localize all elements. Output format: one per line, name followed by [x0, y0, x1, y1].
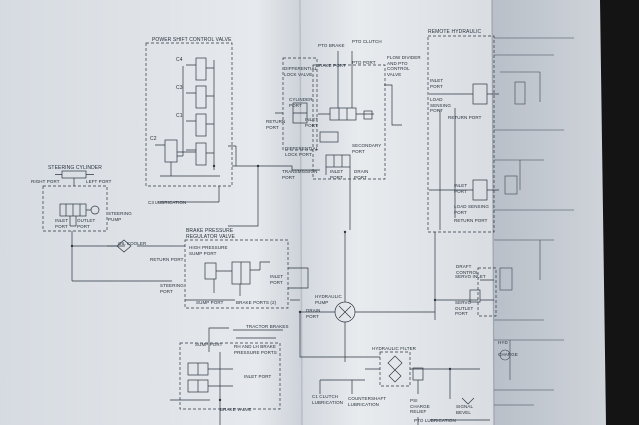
- c2-label: C2: [150, 136, 157, 142]
- diff-inlet-port-label: INLET PORT: [305, 117, 319, 128]
- power-shift-valve-box: [145, 42, 233, 187]
- pto-brake-label: PTO BRAKE: [318, 43, 345, 48]
- pto-clutch-label: PTO CLUTCH: [352, 39, 382, 44]
- right-page: [300, 0, 494, 425]
- right-port-label: RIGHT PORT: [31, 179, 60, 184]
- oil-cooler-label: OIL COOLER: [118, 241, 147, 246]
- c1-clutch-lubrication-label: C1 CLUTCH LUBRICATION: [312, 394, 344, 405]
- high-pressure-sump-port-label: HIGH PRESSURE SUMP PORT: [189, 245, 228, 256]
- brake-pressure-ports-label: RH AND LH BRAKE PRESSURE PORTS: [234, 344, 277, 355]
- drain-port-label: DRAIN PORT: [354, 169, 369, 180]
- diff-lock-valve-box: [282, 57, 318, 151]
- flow-inlet-port-label: INLET PORT: [330, 169, 344, 180]
- countershaft-lubrication-label: COUNTERSHAFT LUBRICATION: [348, 396, 387, 407]
- power-shift-valve-label: POWER SHIFT CONTROL VALVE: [152, 37, 232, 43]
- brake-ports-label: BRAKE PORTS (2): [236, 300, 277, 305]
- hydraulic-filter-label: HYDRAULIC FILTER: [372, 346, 417, 351]
- pto-lubrication-label: PTO LUBRICATION: [414, 418, 456, 423]
- transmission-port-label: TRANSMISSION PORT: [282, 169, 318, 180]
- charge-edge-label: CHARGE: [498, 352, 518, 357]
- load-sensing-port-label: LOAD SENSING PORT: [430, 97, 451, 113]
- pto-port-label: PTO PORT: [352, 60, 376, 65]
- oil-cooler-symbol: [116, 239, 132, 253]
- c3-lubrication-label: C3 LUBRICATION: [148, 200, 187, 205]
- left-port-label: LEFT PORT: [86, 179, 112, 184]
- tractor-brakes-label: TRACTOR BRAKES: [246, 324, 289, 329]
- brake-valve-box: [179, 342, 281, 410]
- steering-pump-box: [42, 185, 108, 232]
- steering-port-label: STEERING PORT: [160, 283, 184, 294]
- load-sensing-port-2-label: LOAD SENSING PORT: [454, 204, 489, 215]
- diff-return-port-label: RETURN PORT: [266, 119, 286, 130]
- remote-hydraulic-label: REMOTE HYDRAULIC: [428, 29, 482, 35]
- secondary-port-label: SECONDARY PORT: [352, 143, 382, 154]
- steering-inlet-port-label: INLET PORT: [55, 218, 69, 229]
- c1-label: C1: [176, 113, 183, 119]
- brake-port-label: BRAKE PORT: [316, 63, 346, 68]
- cylinder-port-label: CYLINDER PORT: [289, 97, 313, 108]
- steering-cylinder-label: STEERING CYLINDER: [48, 165, 102, 171]
- folded-page: [492, 0, 606, 425]
- flow-divider-label: FLOW DIVIDER AND PTO CONTROL VALVE: [387, 55, 421, 77]
- pump-drain-port-label: DRAIN PORT: [306, 308, 321, 319]
- servo-inlet-label: SERVO INLET: [455, 274, 486, 279]
- folded-page-lines: [494, 37, 574, 406]
- c4-label: C4: [176, 57, 183, 63]
- brake-regulator-box: [184, 239, 289, 309]
- clutch-valves: [155, 57, 220, 177]
- c3-label: C3: [176, 85, 183, 91]
- remote-return-port-label: RETURN PORT: [448, 115, 482, 120]
- remote-hydraulic-box: [427, 35, 495, 233]
- hydraulic-pump-label: HYDRAULIC PUMP: [315, 294, 342, 305]
- return-port-label: RETURN PORT: [150, 257, 184, 262]
- servo-outlet-port-label: SERVO OUTLET PORT: [455, 300, 474, 316]
- signal-bevel-label: SIGNAL BEVEL: [456, 404, 473, 415]
- steering-pump-label: STEERING PUMP: [108, 211, 132, 222]
- flow-divider-box: [312, 64, 386, 180]
- regulator-inlet-port-label: INLET PORT: [270, 274, 284, 285]
- remote-inlet-port-2-label: INLET PORT: [454, 183, 468, 194]
- brake-valve-label: BRAKE VALVE: [220, 407, 252, 412]
- brake-regulator-label: BRAKE PRESSURE REGULATOR VALVE: [186, 228, 235, 240]
- left-page: [0, 0, 302, 425]
- brake-sump-port-label: SUMP PORT: [195, 342, 223, 347]
- diff-lock-valve-label: DIFFERENTIAL LOCK VALVE: [284, 66, 318, 77]
- charge-relief-label: PSI CHARGE RELIEF: [410, 398, 430, 414]
- remote-inlet-port-label: INLET PORT: [430, 78, 444, 89]
- hyd-edge-label: HYD: [498, 340, 508, 345]
- remote-return-port-2-label: RETURN PORT: [454, 218, 488, 223]
- brake-inlet-port-label: INLET PORT: [244, 374, 272, 379]
- steering-outlet-port-label: OUTLET PORT: [77, 218, 96, 229]
- regulator-sump-port-label: SUMP PORT: [196, 300, 224, 305]
- diff-lock-port-label: DIFFERENTIAL LOCK PORT: [285, 146, 319, 157]
- draft-control-label: DRAFT CONTROL: [456, 264, 479, 275]
